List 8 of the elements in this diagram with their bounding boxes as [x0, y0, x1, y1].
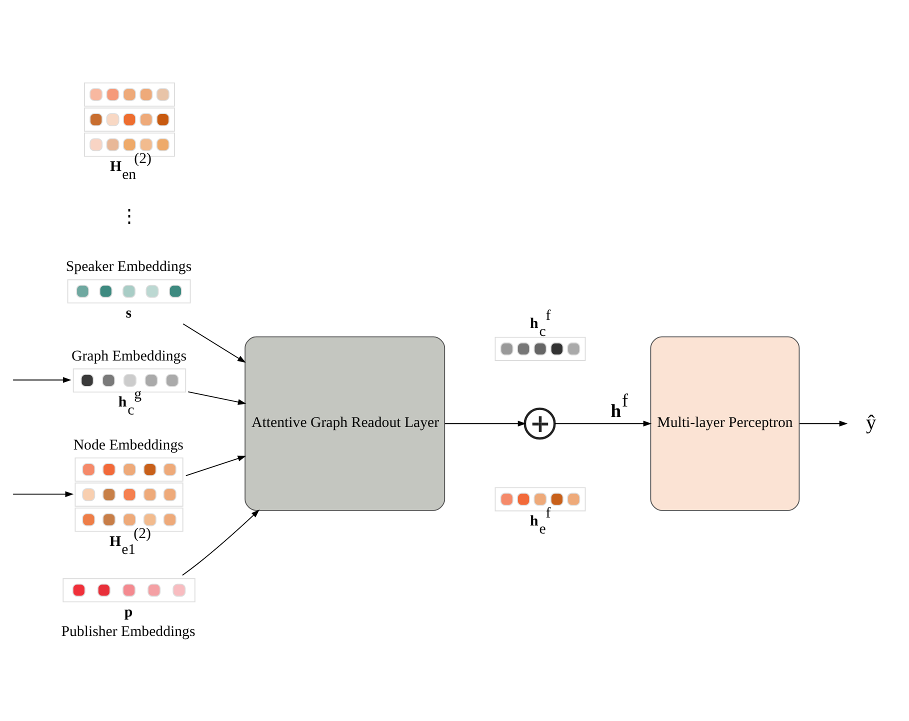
node-label: Publisher Embeddings [61, 624, 196, 640]
label: ⋮ [120, 206, 140, 228]
node-label: p [124, 604, 133, 621]
node-label: s [126, 306, 132, 322]
node-label: Graph Embeddings [71, 348, 187, 364]
node-label: Speaker Embeddings [66, 259, 192, 276]
node-label: Node Embeddings [73, 437, 184, 454]
node-text: ŷ [866, 412, 876, 434]
